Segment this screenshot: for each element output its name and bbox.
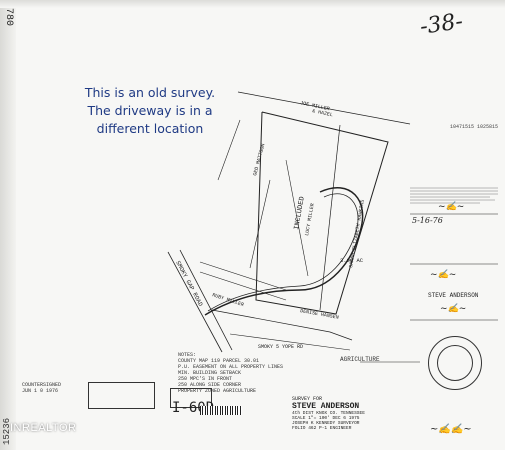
engineer-seal bbox=[428, 336, 482, 390]
approved-date: 5-16-76 bbox=[412, 216, 443, 225]
survey-line-1: 4th DIST KNOX CO. TENNESSEE bbox=[292, 411, 365, 416]
certification-text-lines bbox=[410, 187, 498, 204]
area-inc-label: INCLUDED bbox=[293, 196, 307, 230]
road-line-4 bbox=[199, 271, 287, 301]
notes-heading: NOTES: bbox=[178, 352, 197, 358]
note-line-1: This is an old survey. bbox=[84, 85, 216, 100]
lower-road-label: SMOKY 5 YOPE RD bbox=[258, 344, 303, 350]
left-diagonal bbox=[217, 119, 241, 181]
stamp-number: 10471515 1025815 bbox=[450, 124, 499, 130]
agriculture-label: AGRICULTURE bbox=[340, 356, 380, 363]
signature-3: ~✍~ bbox=[440, 304, 467, 314]
realtor-watermark-logo: INREALTOR bbox=[10, 422, 77, 434]
road-line-3 bbox=[199, 261, 287, 291]
signature-bottom-right: ~✍✍~ bbox=[430, 424, 472, 435]
bottom-box-2 bbox=[170, 388, 212, 408]
left-diagonal-2 bbox=[249, 179, 271, 269]
countersigned-stamp: COUNTERSIGNED JUN 1 0 1976 bbox=[22, 382, 61, 394]
countersigned-label: COUNTERSIGNED bbox=[22, 382, 62, 388]
survey-line-3: JOSEPH K KENNEDY SURVEYOR bbox=[292, 421, 360, 426]
barcode bbox=[200, 406, 242, 415]
top-scan-edge bbox=[0, 0, 505, 8]
notes-line-3: MIN. BUILDING SETBACK bbox=[178, 370, 242, 376]
notes-block: NOTES: COUNTY MAP 119 PARCEL 30.01 P.U. … bbox=[178, 352, 283, 394]
vertical-line bbox=[319, 124, 341, 311]
notes-line-2: P.U. EASEMENT ON ALL PROPERTY LINES bbox=[178, 364, 284, 370]
bottom-owner-label: DENISE HANSEN bbox=[300, 308, 339, 321]
stamp-anderson: STEVE ANDERSON bbox=[428, 292, 479, 299]
parcel-boundary bbox=[255, 111, 389, 315]
notes-line-5: 250 ALONG SIDE CORNER bbox=[178, 382, 242, 388]
left-owner-label: GEO MATTSON bbox=[252, 143, 266, 176]
inner-line bbox=[285, 159, 309, 277]
annotation-note: This is an old survey. The driveway is i… bbox=[60, 84, 240, 138]
note-line-3: different location bbox=[96, 121, 204, 136]
survey-line-4: FOLIO 462 P-1 ENGINEER bbox=[292, 426, 352, 431]
engineer-seal-inner bbox=[437, 345, 473, 381]
top-owner-label-2: & HAZEL bbox=[312, 108, 334, 118]
road-line-2 bbox=[179, 249, 233, 351]
driveway-curve-inner bbox=[207, 193, 359, 312]
top-property-line bbox=[237, 91, 411, 125]
acres-label: 3.90 AC bbox=[340, 257, 364, 264]
notes-line-1: COUNTY MAP 119 PARCEL 30.01 bbox=[178, 358, 260, 364]
notes-line-6: PROPERTY ZONED AGRICULTURE bbox=[178, 388, 257, 394]
countersigned-date: JUN 1 0 1976 bbox=[22, 388, 59, 394]
note-line-2: The driveway is in a bbox=[87, 103, 213, 118]
signature-1: ~✍~ bbox=[438, 202, 465, 212]
survey-line-2: SCALE 1"= 100' DEC 6 1975 bbox=[292, 416, 360, 421]
notes-line-4: 250 MPC'S IN FRONT bbox=[178, 376, 233, 382]
signature-2: ~✍~ bbox=[430, 270, 457, 280]
certification-block bbox=[410, 186, 500, 217]
road-line-1 bbox=[167, 251, 223, 353]
area-inc-label-2: LUCY MILLER bbox=[304, 203, 316, 237]
lower-line bbox=[211, 309, 353, 341]
lower-owner-label: RUBY MILLER bbox=[211, 292, 244, 308]
bottom-box-1 bbox=[88, 382, 155, 409]
left-scan-edge bbox=[0, 0, 16, 450]
survey-name: STEVE ANDERSON bbox=[292, 402, 360, 411]
road-name-label: SMOKY GAP ROAD bbox=[174, 260, 204, 308]
lower-line-2 bbox=[229, 333, 351, 351]
survey-for-label: SURVEY FOR bbox=[292, 396, 323, 402]
driveway-curve bbox=[204, 186, 364, 316]
survey-title-block: SURVEY FOR STEVE ANDERSON 4th DIST KNOX … bbox=[292, 396, 365, 431]
